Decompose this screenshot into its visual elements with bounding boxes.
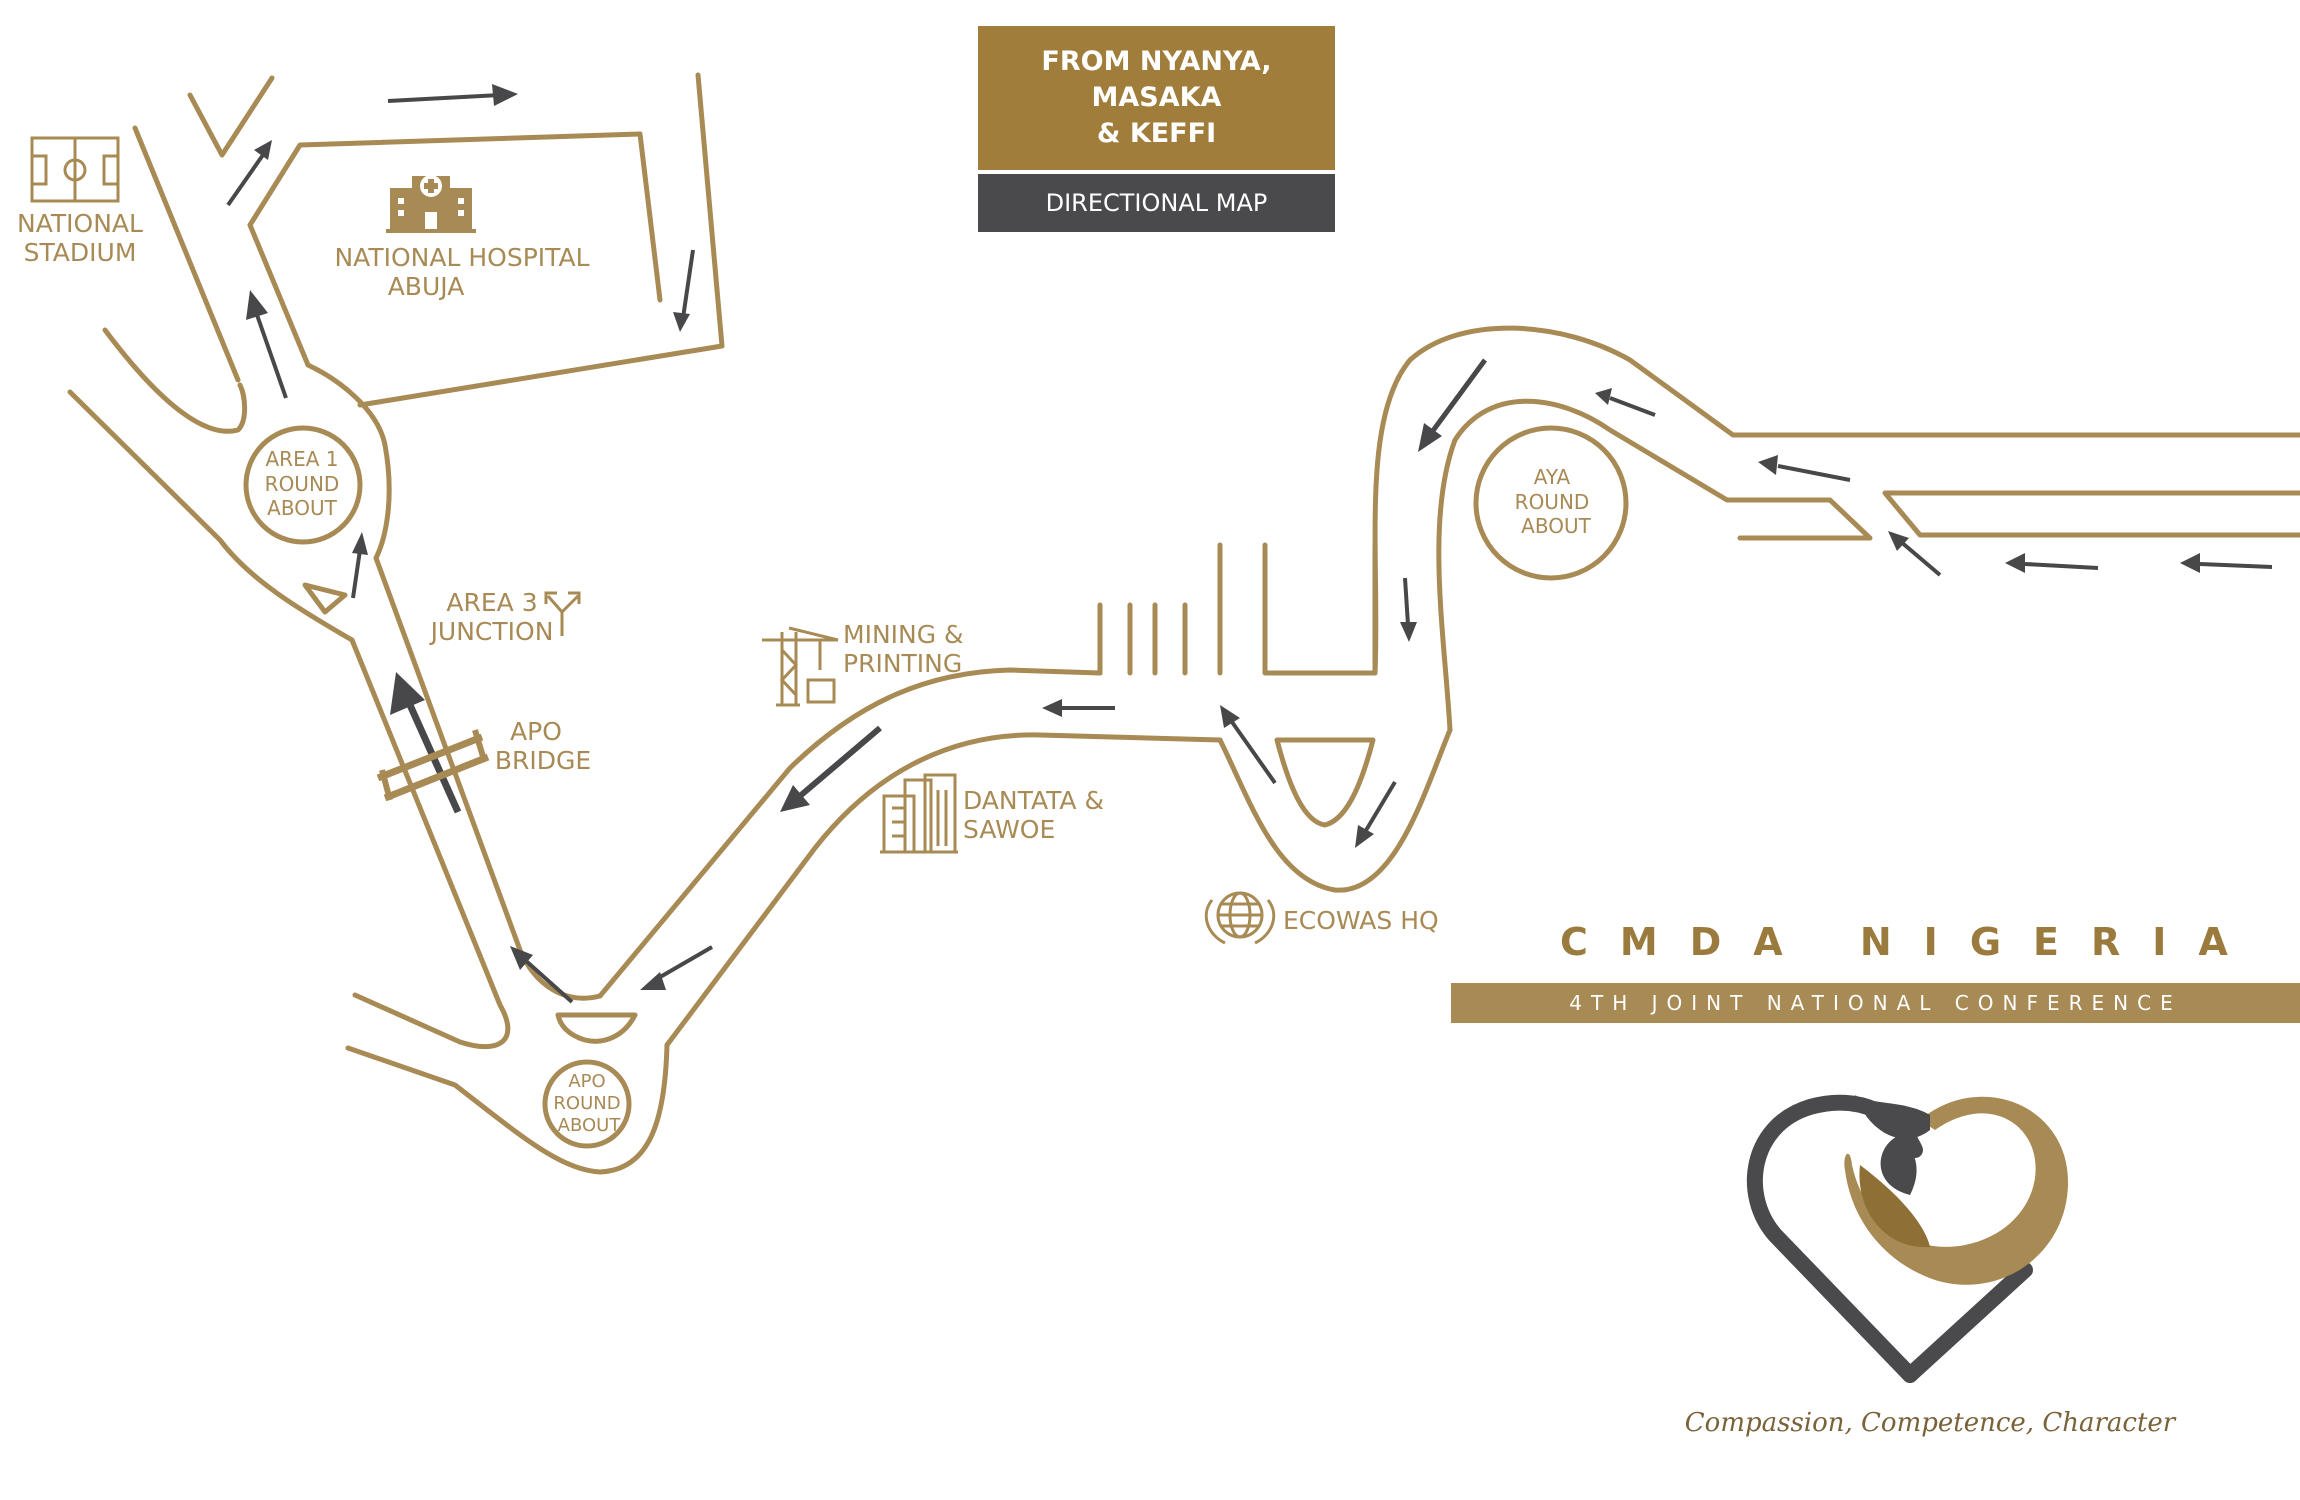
road-mining-upper <box>597 667 1103 999</box>
label-ecowas-hq: ECOWAS HQ <box>1283 906 1439 935</box>
road-ecowas-loop <box>1217 727 1453 893</box>
arrow-icon <box>351 532 368 599</box>
arrow-icon <box>2005 553 2099 573</box>
road-apo-south-west-1 <box>352 992 463 1045</box>
map-title-line1: FROM NYANYA, <box>1041 46 1272 77</box>
arrow-icon <box>387 84 518 106</box>
arrow-icon <box>1888 531 1942 577</box>
label-apo-bridge-line2: BRIDGE <box>495 746 591 775</box>
label-apo-roundabout-line2: ROUND <box>553 1093 620 1114</box>
road-network <box>67 72 2300 1175</box>
arrow-icon <box>2180 553 2273 573</box>
road-stubs <box>1097 542 1378 676</box>
road-stub-top <box>187 75 275 158</box>
arrow-icon <box>1595 388 1656 417</box>
label-area1-roundabout-line3: ABOUT <box>267 496 337 520</box>
globe-icon <box>1204 891 1276 945</box>
map-subtitle: DIRECTIONAL MAP <box>978 174 1335 232</box>
apo-roundabout-circle <box>542 1059 632 1149</box>
crane-icon <box>762 626 839 707</box>
arrow-icon <box>780 725 882 812</box>
label-dantata-sawoe-line1: DANTATA & <box>963 786 1104 815</box>
label-area1-roundabout-line2: ROUND <box>265 472 340 496</box>
label-national-hospital-line2: ABUJA <box>388 272 465 301</box>
tagline: Compassion, Competence, Character <box>1684 1408 2176 1438</box>
road-aya-east-lane <box>1882 490 2300 538</box>
heart-leaf-logo <box>1746 1094 2069 1383</box>
map-title-line3: & KEFFI <box>1096 118 1217 149</box>
arrow-icon <box>246 290 288 399</box>
junction-icon <box>544 591 581 636</box>
aya-roundabout-circle <box>1473 425 1629 581</box>
arrow-icon <box>1418 358 1488 452</box>
label-area3-junction-line2: JUNCTION <box>429 617 554 646</box>
bridge-icon <box>376 729 490 802</box>
arrow-icon <box>510 946 574 1004</box>
stadium-icon <box>30 136 120 203</box>
road-mining-lower <box>664 732 1223 1048</box>
road-apo-south-west-2 <box>345 1042 670 1175</box>
map-title-line2: MASAKA <box>1091 82 1222 113</box>
label-apo-bridge-line1: APO <box>510 717 562 746</box>
map-title: FROM NYANYA, MASAKA & KEFFI <box>978 26 1335 170</box>
label-mining-printing-line1: MINING & <box>843 620 964 649</box>
label-apo-roundabout-line1: APO <box>568 1071 605 1092</box>
label-aya-roundabout-line1: AYA <box>1534 465 1571 489</box>
road-aya-west <box>1372 325 2300 676</box>
label-national-hospital-line1: NATIONAL HOSPITAL <box>334 243 589 272</box>
road-apo-west-edge <box>349 637 511 1050</box>
arrow-icon <box>1355 780 1397 848</box>
road-area1-west <box>67 389 355 643</box>
arrow-icon <box>1042 699 1115 717</box>
road-hospital-right <box>357 72 725 408</box>
label-area3-junction-line1: AREA 3 <box>446 588 537 617</box>
arrow-icon <box>673 249 695 332</box>
island-apo <box>555 1012 638 1044</box>
arrow-icon <box>1220 705 1277 785</box>
label-mining-printing-line2: PRINTING <box>843 649 962 678</box>
arrow-icon <box>1400 577 1417 642</box>
conference-bar: 4TH JOINT NATIONAL CONFERENCE <box>1451 983 2300 1023</box>
label-dantata-sawoe-line2: SAWOE <box>963 815 1055 844</box>
road-ecowas-inner <box>1274 737 1376 828</box>
arrow-icon <box>1758 455 1851 482</box>
road-left-edge-inner <box>102 327 248 434</box>
area1-roundabout-circle <box>243 425 363 545</box>
arrow-icon <box>640 945 714 990</box>
org-name: CMDA NIGERIA <box>1560 920 2260 964</box>
label-national-stadium-line2: STADIUM <box>24 238 137 267</box>
road-hospital-loop <box>247 131 663 303</box>
road-corridor-inner <box>247 222 392 561</box>
road-aya-inner <box>1436 398 1873 733</box>
label-aya-roundabout-line2: ROUND <box>1515 490 1590 514</box>
label-aya-roundabout-line3: ABOUT <box>1521 514 1591 538</box>
direction-arrows <box>226 84 2273 1004</box>
label-national-stadium-line1: NATIONAL <box>17 209 143 238</box>
buildings-icon <box>880 773 958 854</box>
label-apo-roundabout-line3: ABOUT <box>558 1115 622 1136</box>
hospital-icon <box>386 175 476 233</box>
arrow-icon <box>226 140 272 207</box>
label-area1-roundabout-line1: AREA 1 <box>266 447 339 471</box>
road-left-edge-outer <box>132 125 241 383</box>
island-area1 <box>302 582 348 615</box>
